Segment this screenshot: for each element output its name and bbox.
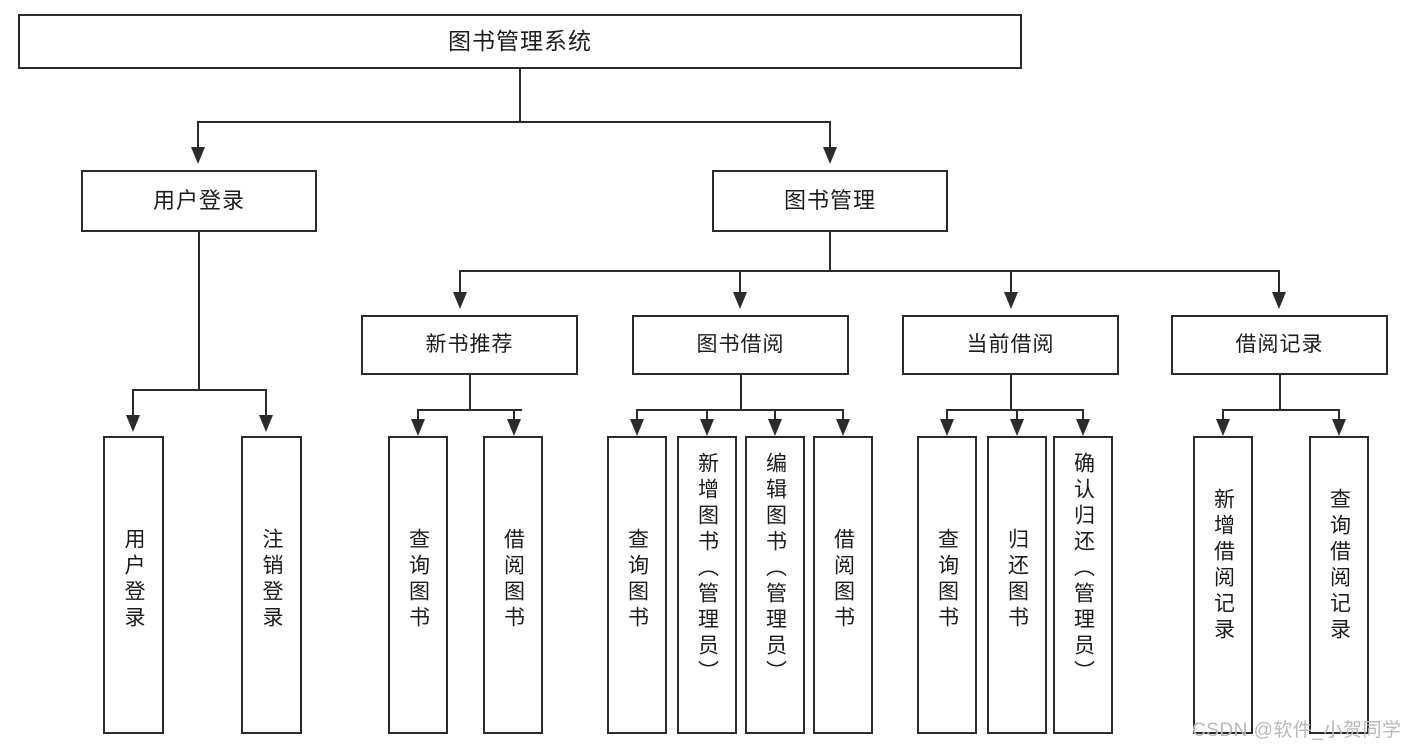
connector-nbr-stem bbox=[469, 375, 471, 409]
node-label: 编辑图书（管理员） bbox=[763, 452, 787, 686]
node-label: 归还图书 bbox=[1005, 528, 1029, 632]
connector-user-login-child-2 bbox=[265, 389, 267, 417]
leaf-query-book-3[interactable]: 查询图书 bbox=[917, 436, 977, 734]
arrowhead-leaf-query-book-2 bbox=[630, 419, 644, 436]
leaf-query-book-1[interactable]: 查询图书 bbox=[388, 436, 448, 734]
node-label: 新增借阅记录 bbox=[1211, 488, 1235, 644]
connector-book-management-stem bbox=[829, 232, 831, 270]
node-label: 注销登录 bbox=[260, 528, 283, 632]
arrowhead-to-user-login bbox=[191, 147, 205, 164]
node-label: 图书借阅 bbox=[696, 332, 785, 356]
connector-root-bar bbox=[198, 121, 831, 123]
arrowhead-leaf-return-book bbox=[1010, 419, 1024, 436]
connector-br-child-2 bbox=[1338, 409, 1340, 423]
node-label: 查询图书 bbox=[935, 528, 959, 632]
connector-nbr-bar bbox=[417, 409, 522, 411]
leaf-query-record[interactable]: 查询借阅记录 bbox=[1309, 436, 1369, 734]
node-root-system[interactable]: 图书管理系统 bbox=[18, 14, 1022, 69]
arrowhead-to-book-management bbox=[823, 147, 837, 164]
connector-cb-bar bbox=[946, 409, 1083, 411]
arrowhead-leaf-query-book-1 bbox=[411, 419, 425, 436]
arrowhead-leaf-query-book-3 bbox=[940, 419, 954, 436]
connector-to-user-login bbox=[197, 121, 199, 149]
leaf-add-book[interactable]: 新增图书（管理员） bbox=[677, 436, 737, 734]
connector-user-login-bar bbox=[132, 389, 266, 391]
node-label: 查询借阅记录 bbox=[1327, 488, 1351, 644]
arrowhead-leaf-add-book bbox=[700, 419, 714, 436]
node-label: 确认归还（管理员） bbox=[1071, 452, 1095, 686]
node-book-management[interactable]: 图书管理 bbox=[712, 170, 948, 232]
leaf-borrow-book-1[interactable]: 借阅图书 bbox=[483, 436, 543, 734]
connector-user-login-stem bbox=[198, 232, 200, 389]
node-label: 图书管理 bbox=[783, 188, 876, 214]
connector-book-management-bar bbox=[459, 270, 1280, 272]
node-label: 用户登录 bbox=[152, 188, 245, 214]
connector-cb-child-2 bbox=[1016, 409, 1018, 423]
leaf-add-record[interactable]: 新增借阅记录 bbox=[1193, 436, 1253, 734]
connector-bm-child-3 bbox=[1010, 270, 1012, 294]
arrowhead-leaf-user-login bbox=[126, 415, 140, 432]
leaf-return-book[interactable]: 归还图书 bbox=[987, 436, 1047, 734]
leaf-borrow-book-2[interactable]: 借阅图书 bbox=[813, 436, 873, 734]
arrowhead-leaf-logout-login bbox=[259, 415, 273, 432]
connector-bm-child-4 bbox=[1278, 270, 1280, 294]
connector-bb-child-3 bbox=[774, 409, 776, 423]
leaf-query-book-2[interactable]: 查询图书 bbox=[607, 436, 667, 734]
connector-bb-child-1 bbox=[636, 409, 638, 423]
node-book-borrow[interactable]: 图书借阅 bbox=[632, 315, 849, 375]
connector-bb-child-2 bbox=[706, 409, 708, 423]
connector-cb-child-1 bbox=[946, 409, 948, 423]
connector-br-stem bbox=[1279, 375, 1281, 409]
node-label: 新书推荐 bbox=[425, 332, 514, 356]
arrowhead-book-borrow bbox=[733, 292, 747, 309]
node-borrow-record[interactable]: 借阅记录 bbox=[1171, 315, 1388, 375]
connector-nbr-child-1 bbox=[417, 409, 419, 423]
node-label: 查询图书 bbox=[625, 528, 649, 632]
connector-bb-stem bbox=[740, 375, 742, 409]
connector-cb-stem bbox=[1010, 375, 1012, 409]
node-label: 新增图书（管理员） bbox=[695, 452, 719, 686]
connector-root-stem bbox=[519, 69, 521, 121]
arrowhead-current-borrow bbox=[1004, 292, 1018, 309]
connector-user-login-child-1 bbox=[132, 389, 134, 417]
node-current-borrow[interactable]: 当前借阅 bbox=[902, 315, 1119, 375]
connector-bb-child-4 bbox=[842, 409, 844, 423]
node-label: 当前借阅 bbox=[966, 332, 1055, 356]
connector-br-child-1 bbox=[1222, 409, 1224, 423]
node-label: 查询图书 bbox=[406, 528, 430, 632]
arrowhead-leaf-borrow-book-1 bbox=[507, 419, 521, 436]
leaf-edit-book[interactable]: 编辑图书（管理员） bbox=[745, 436, 805, 734]
connector-bb-bar bbox=[636, 409, 843, 411]
node-new-book-recommend[interactable]: 新书推荐 bbox=[361, 315, 578, 375]
node-label: 借阅图书 bbox=[831, 528, 855, 632]
connector-br-bar bbox=[1222, 409, 1339, 411]
node-label: 图书管理系统 bbox=[448, 28, 592, 55]
arrowhead-new-book-recommend bbox=[453, 292, 467, 309]
arrowhead-borrow-record bbox=[1272, 292, 1286, 309]
arrowhead-leaf-add-record bbox=[1216, 419, 1230, 436]
connector-bm-child-1 bbox=[459, 270, 461, 294]
leaf-user-login[interactable]: 用户登录 bbox=[103, 436, 164, 734]
arrowhead-leaf-query-record bbox=[1332, 419, 1346, 436]
arrowhead-leaf-confirm-return bbox=[1076, 419, 1090, 436]
connector-to-book-management bbox=[829, 121, 831, 149]
node-label: 用户登录 bbox=[122, 528, 145, 632]
arrowhead-leaf-borrow-book-2 bbox=[836, 419, 850, 436]
connector-cb-child-3 bbox=[1082, 409, 1084, 423]
connector-nbr-child-2 bbox=[513, 409, 515, 423]
node-label: 借阅图书 bbox=[501, 528, 525, 632]
node-label: 借阅记录 bbox=[1235, 332, 1324, 356]
connector-bm-child-2 bbox=[739, 270, 741, 294]
leaf-confirm-return[interactable]: 确认归还（管理员） bbox=[1053, 436, 1113, 734]
node-user-login[interactable]: 用户登录 bbox=[81, 170, 317, 232]
leaf-logout-login[interactable]: 注销登录 bbox=[241, 436, 302, 734]
arrowhead-leaf-edit-book bbox=[768, 419, 782, 436]
